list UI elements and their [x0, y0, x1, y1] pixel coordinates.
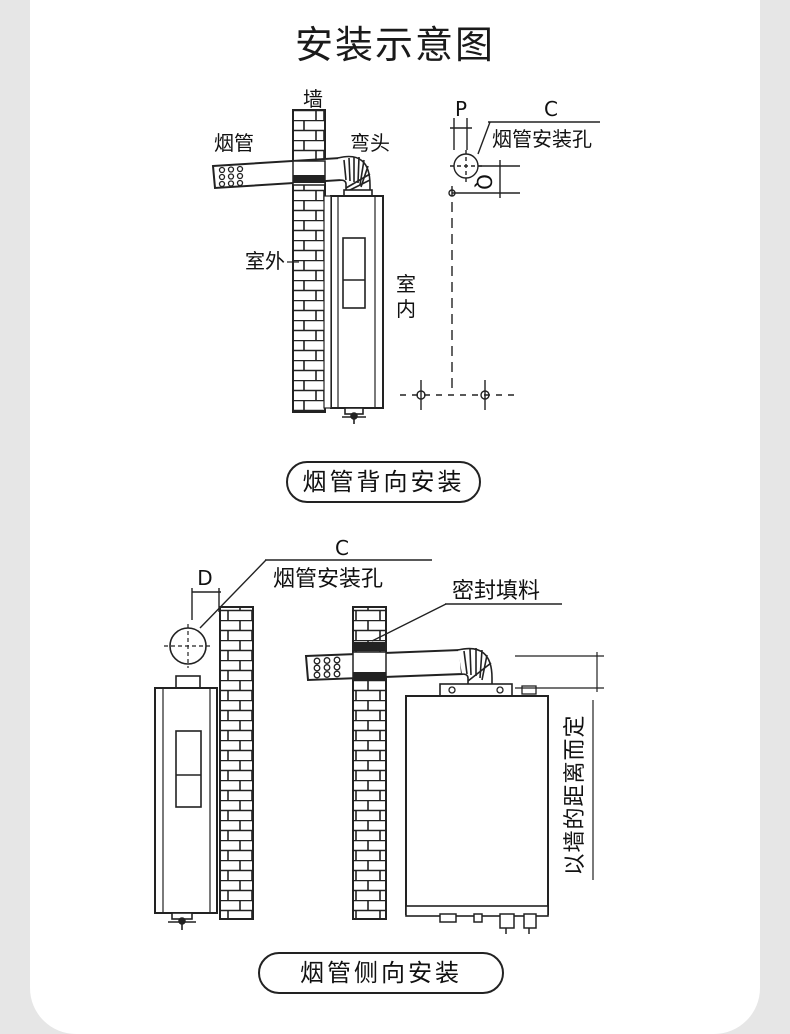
elbow-label: 弯头 — [350, 131, 390, 155]
hole-label-side: 烟管安装孔 — [273, 567, 383, 592]
hole-layout-top: P C 烟管安装孔 Q — [400, 97, 600, 410]
sealant-label: 密封填料 — [452, 579, 540, 604]
seal-band-side-dark — [353, 672, 386, 680]
heater-top-connector — [439, 683, 513, 697]
dim-p-label: P — [455, 97, 467, 121]
wall-side-left — [219, 606, 254, 920]
flue-pipe-label: 烟管 — [214, 131, 254, 155]
back-install-caption: 烟管背向安装 — [286, 461, 481, 503]
back-install-diagram: 墙 烟管 弯头 — [211, 87, 600, 424]
indoor-label-1: 室 — [396, 272, 416, 296]
heater-panel-side — [175, 730, 202, 808]
outdoor-label: 室外 — [245, 249, 285, 273]
heater-panel-top — [342, 237, 366, 309]
side-install-caption: 烟管侧向安装 — [258, 952, 504, 994]
content-card — [30, 0, 760, 1034]
seal-band-top-dark — [293, 175, 325, 183]
dim-c-label-top: C — [544, 97, 558, 121]
dim-q-label: Q — [472, 174, 496, 190]
heater-bracket-top — [323, 195, 332, 409]
page-title: 安装示意图 — [294, 23, 495, 67]
heater-valve-side — [168, 912, 196, 930]
wall-label: 墙 — [303, 87, 323, 111]
elbow-top — [337, 155, 373, 199]
heater-collar-side — [175, 675, 201, 689]
heater-front-fittings — [439, 913, 537, 934]
pipe-vent-holes-top — [218, 165, 244, 188]
heater-valve-top — [342, 407, 366, 424]
heater-top — [330, 195, 384, 409]
elbow-side — [457, 647, 493, 687]
dim-c-label-side: C — [335, 536, 349, 560]
distance-label: 以墙的距离而定 — [563, 714, 588, 875]
wall-top — [292, 109, 326, 413]
side-install-diagram: C 烟管安装孔 D — [154, 536, 604, 934]
hole-label-top: 烟管安装孔 — [492, 127, 592, 151]
heater-front — [405, 695, 549, 915]
indoor-label-2: 内 — [396, 297, 416, 321]
dim-d-label: D — [197, 566, 212, 590]
pipe-vent-holes-side — [313, 656, 341, 679]
